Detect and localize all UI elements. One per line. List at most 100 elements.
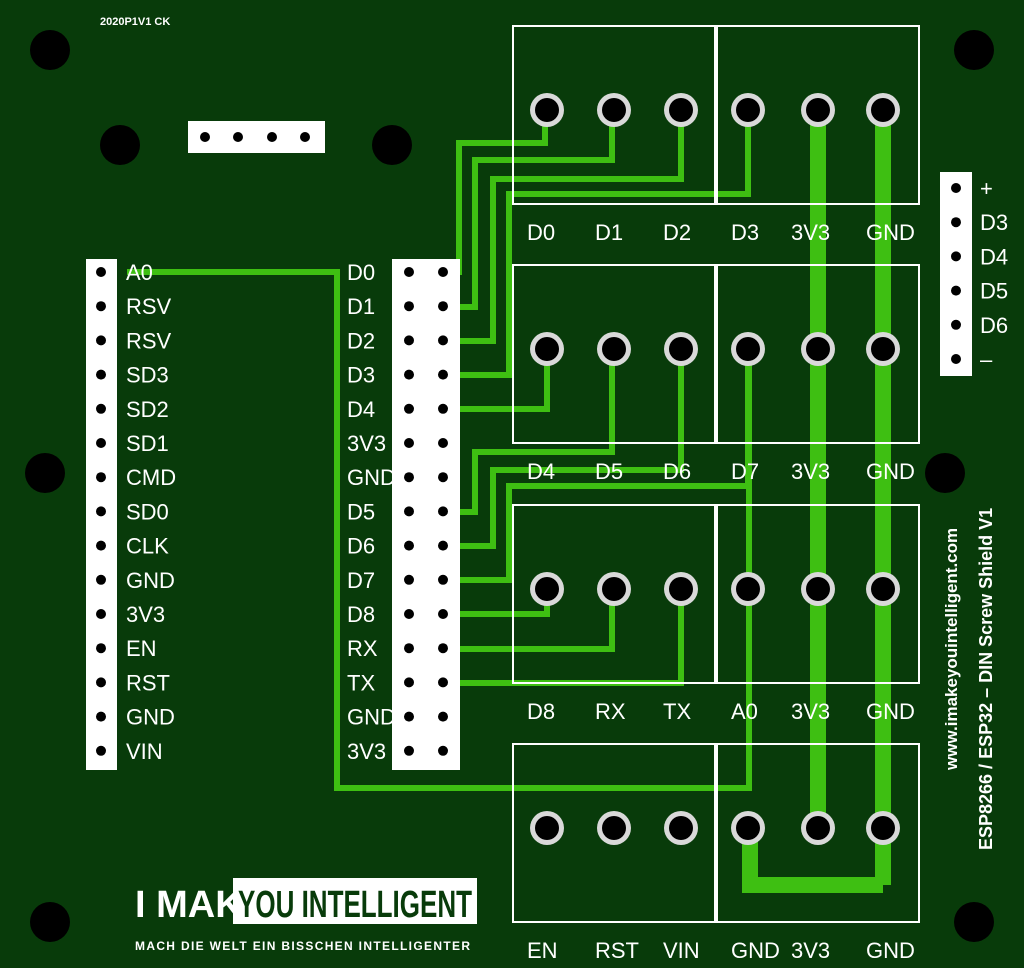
right-header-pin bbox=[951, 354, 961, 364]
screw-hole bbox=[669, 577, 693, 601]
terminal-outline-left bbox=[512, 264, 716, 444]
top-header-pin bbox=[233, 132, 243, 142]
mid-header-pin bbox=[438, 438, 448, 448]
left-header-pin bbox=[96, 745, 106, 756]
mid-header-pins bbox=[404, 267, 448, 756]
left-pin-label: RSV bbox=[126, 294, 172, 319]
screw-hole bbox=[602, 337, 626, 361]
terminal-label: 3V3 bbox=[791, 459, 830, 484]
mid-header-pin bbox=[438, 540, 448, 551]
terminal-label: D7 bbox=[731, 459, 759, 484]
right-header-pin bbox=[951, 319, 961, 330]
right-pin-label: – bbox=[980, 347, 993, 372]
trace-d3 bbox=[440, 107, 751, 378]
mid-header-pin bbox=[404, 540, 414, 551]
left-header-pin bbox=[96, 438, 106, 448]
screw-hole bbox=[736, 577, 760, 601]
terminal-label: D1 bbox=[595, 220, 623, 245]
screw-hole bbox=[669, 816, 693, 840]
mid-pin-label: GND bbox=[347, 465, 396, 490]
left-pin-label: CLK bbox=[126, 534, 169, 559]
left-pin-label: SD1 bbox=[126, 431, 169, 456]
right-header-pin bbox=[951, 285, 961, 296]
left-pin-label: SD2 bbox=[126, 397, 169, 422]
right-header-body bbox=[940, 172, 972, 376]
mid-header-pin bbox=[438, 472, 448, 483]
mid-header-pin bbox=[404, 745, 414, 756]
terminal-label: GND bbox=[866, 938, 915, 963]
trace-d5 bbox=[440, 347, 615, 515]
mid-header-pin bbox=[438, 335, 448, 346]
terminal-outline-left bbox=[512, 25, 716, 205]
mid-header-pin bbox=[438, 301, 448, 312]
mid-header-pin bbox=[404, 506, 414, 517]
website-text: www.imakeyouintelligent.com bbox=[942, 528, 961, 771]
mid-header-pin bbox=[404, 335, 414, 346]
mounting-holes bbox=[25, 30, 994, 942]
logo: I MAKE YOU INTELLIGENT MACH DIE WELT EIN… bbox=[135, 878, 477, 953]
right-header-pin bbox=[951, 217, 961, 228]
top-header-pin bbox=[300, 132, 310, 142]
left-header-pin bbox=[96, 369, 106, 380]
trace-tx bbox=[440, 587, 684, 686]
trace-rx bbox=[440, 587, 615, 652]
screw-hole bbox=[736, 816, 760, 840]
terminal-label: D4 bbox=[527, 459, 555, 484]
terminal-label: D3 bbox=[731, 220, 759, 245]
mount-hole-bottom-left bbox=[30, 902, 70, 942]
terminal-label: RST bbox=[595, 938, 639, 963]
left-header-pin bbox=[96, 677, 106, 688]
terminal-outline-right bbox=[716, 743, 920, 923]
mid-header-pin bbox=[404, 438, 414, 448]
mount-hole-upper-mid bbox=[372, 125, 412, 165]
mid-header-pin bbox=[404, 677, 414, 688]
mid-pin-label: 3V3 bbox=[347, 431, 386, 456]
left-header-pin bbox=[96, 472, 106, 483]
terminal-label: GND bbox=[731, 938, 780, 963]
left-pin-label: SD3 bbox=[126, 363, 169, 388]
screw-hole bbox=[602, 816, 626, 840]
left-header-pin bbox=[96, 403, 106, 414]
terminal-outline-right bbox=[716, 25, 920, 205]
mid-header-pin bbox=[404, 369, 414, 380]
terminal-outline-left bbox=[512, 504, 716, 684]
screw-hole bbox=[806, 577, 830, 601]
terminal-label: RX bbox=[595, 699, 626, 724]
left-header-labels: A0RSVRSVSD3SD2SD1CMDSD0CLKGND3V3ENRSTGND… bbox=[126, 260, 176, 764]
left-header-pin bbox=[96, 609, 106, 619]
terminal-label: D0 bbox=[527, 220, 555, 245]
mid-header-pin bbox=[438, 267, 448, 277]
right-header-pin bbox=[951, 183, 961, 193]
mid-pin-label: D6 bbox=[347, 534, 375, 559]
screw-hole bbox=[806, 816, 830, 840]
mid-header-pin bbox=[438, 574, 448, 585]
screw-hole bbox=[535, 98, 559, 122]
terminal-label: A0 bbox=[731, 699, 758, 724]
mid-header-pin bbox=[404, 267, 414, 277]
mid-header-pin bbox=[438, 745, 448, 756]
mid-header-pin bbox=[404, 472, 414, 483]
screw-hole bbox=[669, 337, 693, 361]
mid-pin-label: D0 bbox=[347, 260, 375, 285]
mid-pin-label: D4 bbox=[347, 397, 375, 422]
mount-hole-upper-left bbox=[100, 125, 140, 165]
mid-header-body bbox=[392, 259, 460, 770]
board-code: 2020P1V1 CK bbox=[100, 16, 170, 28]
top-header-pin bbox=[200, 132, 210, 142]
left-pin-label: GND bbox=[126, 705, 175, 730]
mid-pin-label: RX bbox=[347, 636, 378, 661]
left-header-pin bbox=[96, 643, 106, 654]
left-pin-label: A0 bbox=[126, 260, 153, 285]
mid-pin-label: TX bbox=[347, 670, 375, 695]
terminal-label: D5 bbox=[595, 459, 623, 484]
left-header-pin bbox=[96, 540, 106, 551]
right-pin-label: D4 bbox=[980, 244, 1008, 269]
terminal-outline-left bbox=[512, 743, 716, 923]
mid-pin-label: GND bbox=[347, 705, 396, 730]
screw-hole bbox=[871, 577, 895, 601]
